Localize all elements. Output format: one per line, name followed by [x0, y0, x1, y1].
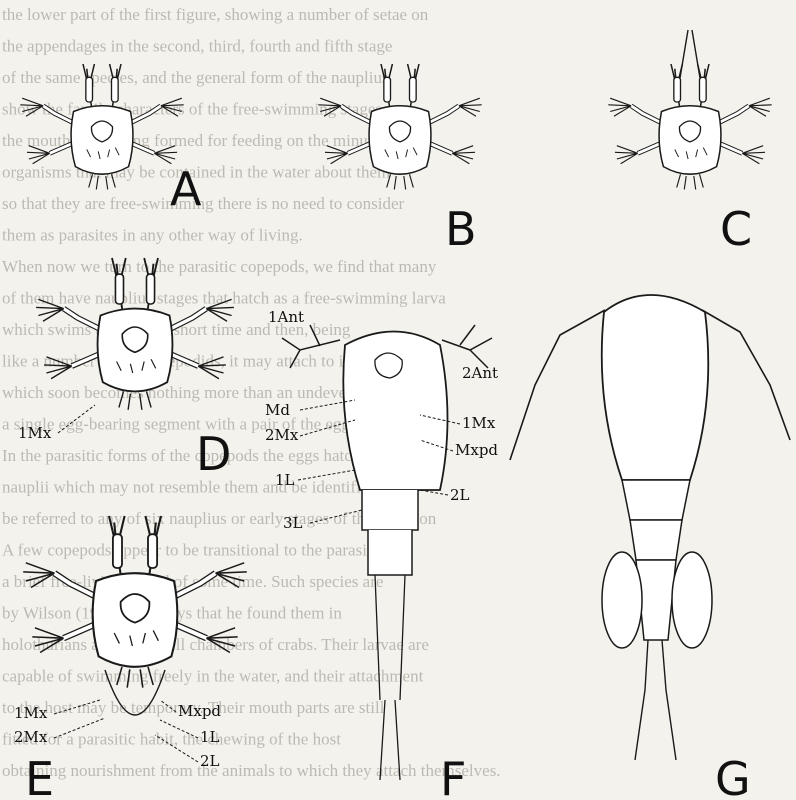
callout-f-1mx: 1Mx: [462, 414, 496, 432]
panel-letter-a: A: [170, 162, 202, 216]
callout-f-mxpd: Mxpd: [455, 441, 498, 459]
callout-e-mxpd: Mxpd: [178, 702, 221, 720]
callout-f-1ant: 1Ant: [268, 308, 304, 326]
callout-f-1l: 1L: [275, 471, 295, 489]
callout-f-2mx: 2Mx: [265, 426, 299, 444]
panel-c-nauplius: C: [608, 30, 771, 256]
panel-letter-e: E: [25, 752, 54, 800]
panel-g-adult-copepod: G: [510, 295, 790, 800]
callout-f-2l: 2L: [450, 486, 470, 504]
panel-letter-d: D: [196, 427, 231, 481]
panel-f-copepodid: F 1Ant 2Ant Md 2Mx 1Mx Mxpd 1L 2L 3L: [265, 308, 498, 800]
panel-letter-g: G: [715, 752, 751, 800]
panel-letter-f: F: [440, 752, 466, 800]
panel-letter-c: C: [720, 202, 752, 256]
panel-letter-b: B: [445, 202, 477, 256]
callout-e-1l: 1L: [200, 728, 220, 746]
callout-e-2mx: 2Mx: [14, 728, 48, 746]
panel-d-metanauplius: D 1Mx: [18, 258, 234, 481]
callout-f-3l: 3L: [283, 514, 303, 532]
callout-e-1mx: 1Mx: [14, 704, 48, 722]
panel-a-nauplius: A: [20, 64, 202, 216]
panel-b-nauplius: B: [318, 64, 481, 256]
callout-e-2l: 2L: [200, 752, 220, 770]
callout-f-md: Md: [265, 401, 290, 419]
callout-f-2ant: 2Ant: [462, 364, 498, 382]
panel-e-metanauplius: E 1Mx 2Mx Mxpd 1L 2L: [14, 516, 247, 800]
callout-d-1mx: 1Mx: [18, 424, 52, 442]
